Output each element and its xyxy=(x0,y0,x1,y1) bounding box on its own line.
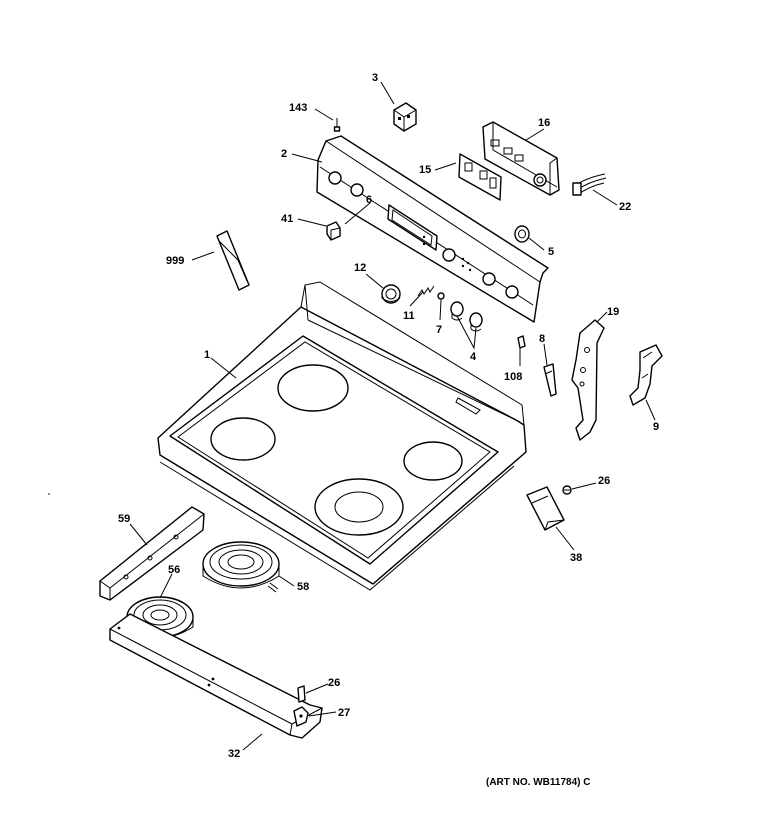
part-16-control-board xyxy=(482,121,560,196)
part-8-bracket xyxy=(543,363,557,397)
part-5-knob xyxy=(514,225,530,243)
part-22-wire-harness xyxy=(572,173,607,196)
callout-6: 6 xyxy=(366,194,372,206)
part-3-bracket xyxy=(393,102,417,132)
part-26-screw-lower xyxy=(297,685,306,703)
callout-22: 22 xyxy=(619,201,631,213)
callout-26-lower: 26 xyxy=(328,677,340,689)
part-32-element-tray xyxy=(109,613,323,739)
part-58-surface-element xyxy=(202,541,280,593)
leader-lines xyxy=(129,81,656,751)
callout-59: 59 xyxy=(118,513,130,525)
part-999-literature xyxy=(216,230,250,291)
callout-15: 15 xyxy=(419,164,431,176)
callout-26-upper: 26 xyxy=(598,475,610,487)
part-2-backguard xyxy=(316,135,549,323)
stray-dot xyxy=(48,493,50,495)
callout-16: 16 xyxy=(538,117,550,129)
callout-58: 58 xyxy=(297,581,309,593)
part-108-grommet xyxy=(517,335,526,349)
callout-8: 8 xyxy=(539,333,545,345)
callout-9: 9 xyxy=(653,421,659,433)
part-1-cooktop xyxy=(157,281,527,591)
part-38-terminal-block xyxy=(526,486,565,531)
part-12-knob xyxy=(381,284,401,304)
callout-2: 2 xyxy=(281,148,287,160)
part-11-spring xyxy=(417,285,435,297)
callout-999: 999 xyxy=(166,255,184,267)
callout-5: 5 xyxy=(548,246,554,258)
part-15-switch xyxy=(458,153,502,201)
part-41-clip xyxy=(326,221,341,241)
callout-7: 7 xyxy=(436,324,442,336)
callout-143: 143 xyxy=(289,102,307,114)
part-4-knobs xyxy=(450,301,483,332)
callout-11: 11 xyxy=(403,310,415,322)
callout-41: 41 xyxy=(281,213,293,225)
callout-32: 32 xyxy=(228,748,240,760)
callout-56: 56 xyxy=(168,564,180,576)
callout-1: 1 xyxy=(204,349,210,361)
part-27-clip xyxy=(293,706,309,727)
part-26-screw-upper xyxy=(562,485,572,495)
part-59-support-rail xyxy=(99,506,205,601)
art-number: (ART NO. WB11784) C xyxy=(486,777,590,788)
callout-4: 4 xyxy=(470,351,477,363)
callout-38: 38 xyxy=(570,552,582,564)
part-7-small-part xyxy=(437,292,445,300)
part-19-side-bracket xyxy=(571,319,605,441)
svg-text:6: 6 xyxy=(366,194,372,206)
callout-12: 12 xyxy=(354,262,366,274)
callout-3: 3 xyxy=(372,72,378,84)
callout-27: 27 xyxy=(338,707,350,719)
callout-labels: 143 3 2 16 15 22 41 5 999 12 11 7 4 108 … xyxy=(118,72,659,760)
callout-19: 19 xyxy=(607,306,619,318)
part-9-hinge-bracket xyxy=(629,344,663,406)
part-143-screw xyxy=(333,118,341,132)
callout-108: 108 xyxy=(504,371,522,383)
